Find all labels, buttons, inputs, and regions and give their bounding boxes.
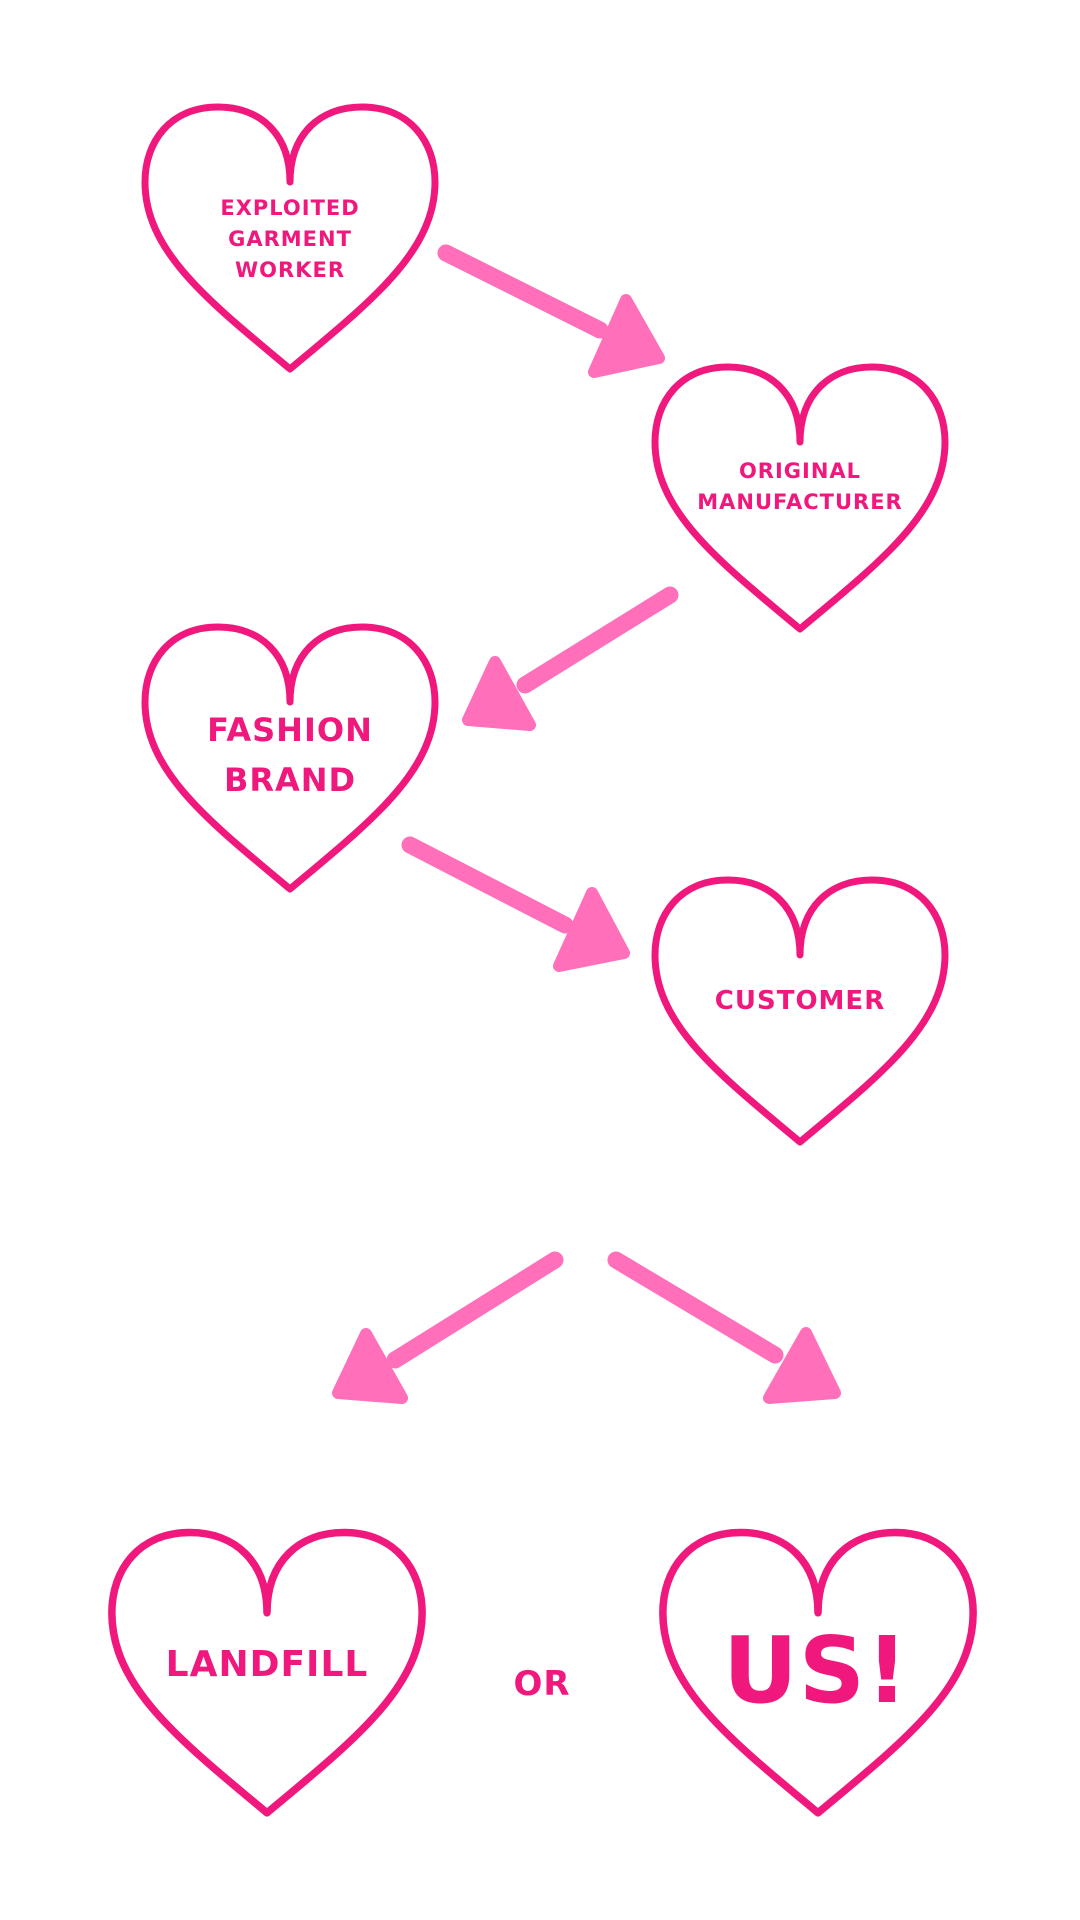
node-fashion-brand: FASHION BRAND [145, 627, 435, 889]
arrow-icon [437, 244, 609, 339]
node-landfill: LANDFILL [112, 1533, 422, 1813]
node-exploited-garment-worker: EXPLOITED GARMENT WORKER [145, 107, 435, 369]
or-connector-text: OR [513, 1664, 570, 1704]
node-label: CUSTOMER [715, 986, 885, 1016]
node-label: US! [723, 1617, 909, 1724]
arrow-worker-to-manufacturer [437, 244, 665, 378]
arrow-icon [516, 586, 679, 694]
node-label-line2: GARMENT [228, 227, 352, 251]
arrow-manufacturer-to-brand [462, 586, 679, 731]
arrow-head [553, 887, 630, 972]
arrow-icon [607, 1251, 784, 1364]
arrow-head [763, 1327, 841, 1404]
arrow-customer-to-landfill [332, 1251, 564, 1404]
node-label-line3: WORKER [235, 258, 345, 282]
arrow-head [588, 294, 665, 378]
node-label-line1: FASHION [207, 711, 373, 749]
arrow-brand-to-customer [401, 836, 630, 972]
node-customer: CUSTOMER [655, 880, 945, 1142]
arrow-icon [386, 1251, 564, 1369]
heart-icon [145, 627, 435, 889]
node-label: LANDFILL [166, 1644, 369, 1685]
node-label-line1: ORIGINAL [739, 459, 861, 483]
node-label-line2: MANUFACTURER [697, 490, 902, 514]
arrow-customer-to-us [607, 1251, 841, 1404]
arrow-head [332, 1328, 408, 1404]
arrow-head [462, 656, 536, 731]
node-us: US! [663, 1533, 973, 1813]
arrow-icon [401, 836, 574, 934]
node-original-manufacturer: ORIGINAL MANUFACTURER [655, 367, 945, 629]
node-label-line2: BRAND [224, 761, 356, 799]
node-label-line1: EXPLOITED [220, 196, 359, 220]
